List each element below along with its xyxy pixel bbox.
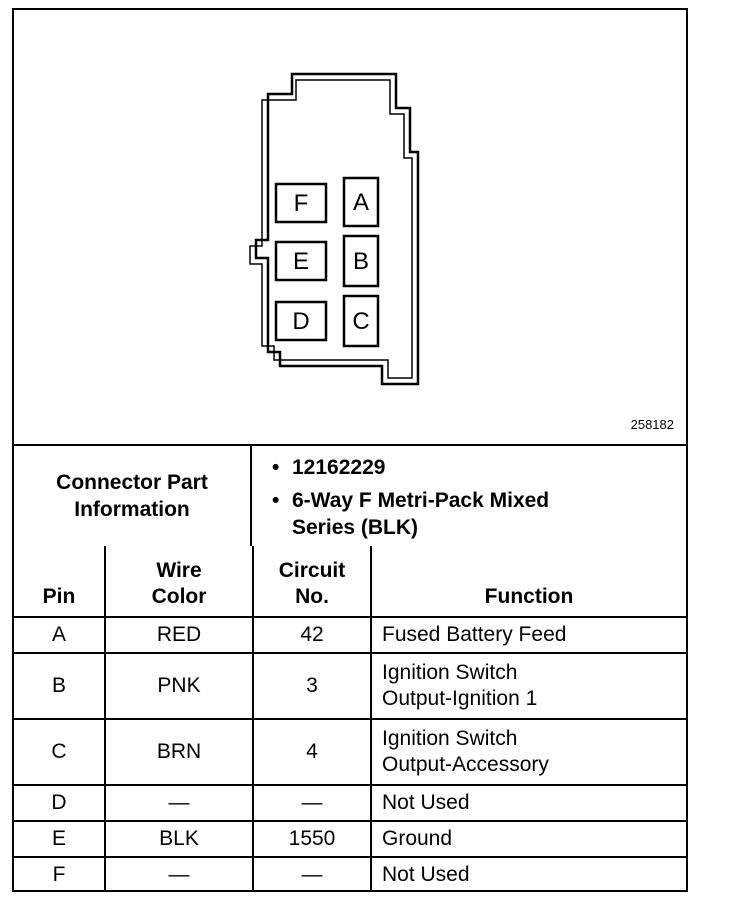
- cavity-label: C: [352, 308, 369, 335]
- header-wire-color: Wire Color: [104, 546, 254, 618]
- function-cell: Fused Battery Feed: [370, 616, 686, 654]
- pin-cell: A: [14, 616, 106, 654]
- wire-color-cell: PNK: [104, 652, 254, 720]
- table-row: A RED 42 Fused Battery Feed: [14, 616, 686, 654]
- function-cell: Ignition Switch Output-Ignition 1: [370, 652, 686, 720]
- cavity-box: [342, 234, 380, 288]
- cavity-b: B: [342, 234, 380, 288]
- circuit-cell: —: [252, 856, 372, 892]
- function-cell: Ground: [370, 820, 686, 858]
- function-cell: Not Used: [370, 856, 686, 892]
- pin-cell: E: [14, 820, 106, 858]
- cavity-box: [342, 294, 380, 348]
- part-number: 12162229: [264, 454, 549, 481]
- cavity-box: [274, 240, 328, 282]
- wire-color-cell: BRN: [104, 718, 254, 786]
- connector-info-label: Connector Part Information: [14, 446, 252, 546]
- table-row: B PNK 3 Ignition Switch Output-Ignition …: [14, 652, 686, 720]
- connector-description: 6-Way F Metri-Pack Mixed Series (BLK): [264, 487, 549, 541]
- pin-cell: B: [14, 652, 106, 720]
- function-cell: Ignition Switch Output-Accessory: [370, 718, 686, 786]
- pin-cell: C: [14, 718, 106, 786]
- connector-drawing-area: F A E B D C 258182: [14, 10, 686, 444]
- cavity-box: [342, 176, 380, 228]
- cavity-label: F: [294, 190, 309, 217]
- cavity-label: E: [293, 248, 309, 275]
- cavity-label: D: [292, 308, 309, 335]
- circuit-cell: 42: [252, 616, 372, 654]
- table-row: E BLK 1550 Ground: [14, 820, 686, 858]
- wire-color-cell: RED: [104, 616, 254, 654]
- table-row: C BRN 4 Ignition Switch Output-Accessory: [14, 718, 686, 786]
- circuit-cell: 1550: [252, 820, 372, 858]
- cavity-f: F: [274, 182, 328, 224]
- cavity-a: A: [342, 176, 380, 228]
- circuit-cell: 3: [252, 652, 372, 720]
- cavity-c: C: [342, 294, 380, 348]
- header-circuit-no: Circuit No.: [252, 546, 372, 618]
- circuit-cell: 4: [252, 718, 372, 786]
- connector-face-view: F A E B D C: [249, 72, 420, 386]
- function-cell: Not Used: [370, 784, 686, 822]
- wire-color-cell: BLK: [104, 820, 254, 858]
- cavity-label: A: [353, 189, 369, 216]
- pin-cell: F: [14, 856, 106, 892]
- circuit-cell: —: [252, 784, 372, 822]
- connector-housing-inner: [249, 79, 413, 379]
- pin-table: Pin Wire Color Circuit No. Function A RE…: [14, 546, 686, 892]
- connector-info-list: 12162229 6-Way F Metri-Pack Mixed Series…: [264, 454, 549, 547]
- connector-part-information: Connector Part Information 12162229 6-Wa…: [14, 444, 686, 546]
- table-row: F — — Not Used: [14, 856, 686, 892]
- cavity-box: [274, 182, 328, 224]
- connector-housing-outline: [254, 72, 420, 386]
- figure-number: 258182: [630, 417, 674, 432]
- cavity-e: E: [274, 240, 328, 282]
- header-function: Function: [370, 546, 686, 618]
- cavity-label: B: [353, 248, 369, 275]
- wire-color-cell: —: [104, 784, 254, 822]
- table-header-row: Pin Wire Color Circuit No. Function: [14, 546, 686, 618]
- cavity-d: D: [274, 300, 328, 342]
- table-row: D — — Not Used: [14, 784, 686, 822]
- pin-cell: D: [14, 784, 106, 822]
- cavity-box: [274, 300, 328, 342]
- header-pin: Pin: [14, 546, 106, 618]
- wire-color-cell: —: [104, 856, 254, 892]
